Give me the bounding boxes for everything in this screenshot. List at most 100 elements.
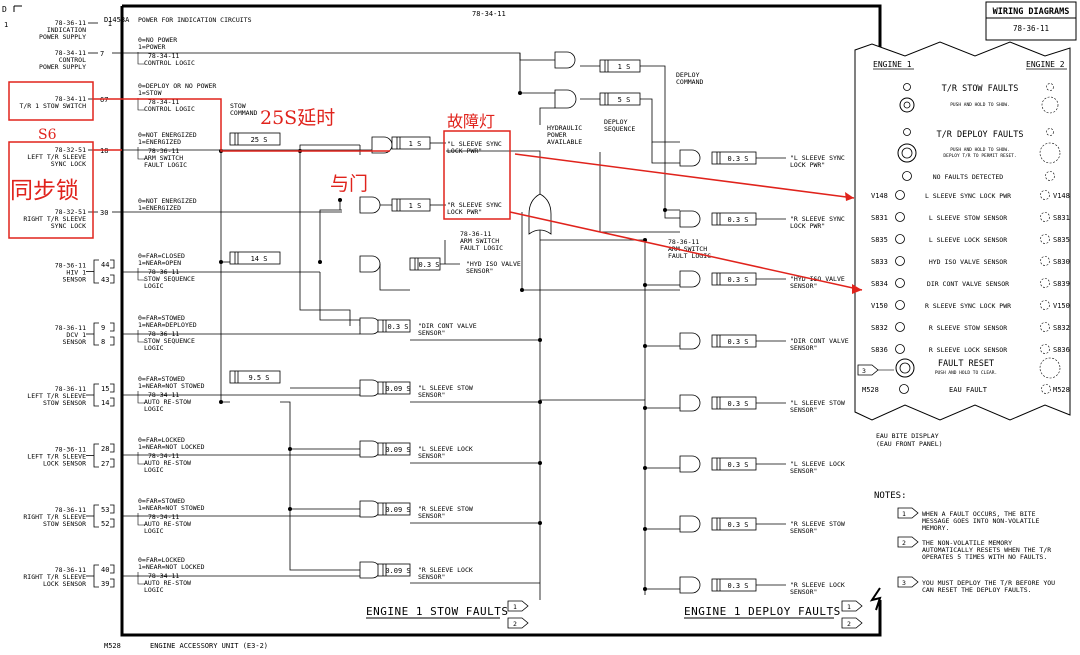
input-ref: 78-36-11 [55, 446, 86, 454]
annotation-delay25: 25S延时 [260, 107, 335, 129]
input-legend: 0=FAR=STOWED [138, 375, 185, 383]
input-ref: 78-36-11 [55, 566, 86, 574]
wire [299, 151, 351, 326]
output-label: SENSOR" [790, 467, 817, 475]
stow-command-label: STOW [230, 102, 246, 110]
delay-output: 0.3 S [711, 578, 757, 592]
engine2-fault-light [1040, 278, 1050, 288]
delay-right-sync: 1 S [391, 198, 431, 212]
row-right-ref: V150 [1053, 302, 1070, 310]
svg-text:2: 2 [847, 620, 851, 628]
delay-output: 0.3 S [711, 396, 757, 410]
engine2-fault-light [1040, 322, 1050, 332]
and-gate-right-lock [359, 561, 381, 579]
input-subref: LOGIC [144, 344, 164, 352]
note-text: THE NON-VOLATILE MEMORY [922, 539, 1012, 547]
wire [640, 65, 680, 211]
and-gate-output [679, 332, 701, 350]
delay-5s: 5 S [599, 92, 641, 106]
delay-label: 0.3 S [727, 276, 748, 284]
wire [599, 152, 680, 233]
output-label: SENSOR" [790, 527, 817, 535]
pin-number: 28 [101, 445, 109, 453]
delay-box [391, 198, 431, 212]
delay-label: 0.3 S [387, 323, 408, 331]
delay-output: 0.3 S [711, 457, 757, 471]
input-legend: 1=ENERGIZED [138, 138, 181, 146]
hydraulic-power-label: AVAILABLE [547, 138, 582, 146]
fault-light [895, 300, 905, 310]
input-subref: LOGIC [144, 282, 164, 290]
fault-light [895, 212, 905, 222]
note-text: OPERATES 5 TIMES WITH NO FAULTS. [922, 553, 1047, 561]
pin-bracket [93, 322, 99, 346]
deploy-faults-title: T/R DEPLOY FAULTS [937, 130, 1024, 140]
note-text: AUTOMATICALLY RESETS WHEN THE T/R [922, 546, 1051, 554]
notes-title: NOTES: [874, 491, 907, 501]
delay-output: 0.3 S [711, 334, 757, 348]
signal-label: "R SLEEVE STOW [418, 505, 473, 513]
delay-25s: 25 S [229, 132, 281, 146]
input-name: LOCK SENSOR [43, 460, 86, 468]
delay-box [711, 151, 757, 165]
wire [379, 264, 410, 291]
signal-label: LOCK PWR" [447, 208, 482, 216]
input-legend: 1=NEAR=NOT LOCKED [138, 563, 205, 571]
fault-reset-title: FAULT RESET [938, 359, 994, 369]
input-name: SENSOR [63, 338, 87, 346]
note-number: 2 [902, 539, 906, 547]
doc-id: D1458A [104, 16, 130, 24]
signal-label: SENSOR" [418, 391, 445, 399]
note-flag-3 [857, 364, 879, 376]
fault-light [895, 190, 905, 200]
annotations: 25S延时 S6 同步锁 故障灯 与门 [8, 81, 863, 294]
signal-label: "DIR CONT VALVE [418, 322, 477, 330]
and-gate-deploy [554, 89, 577, 109]
sheet-ref-top: 78-34-11 [472, 10, 506, 18]
stow-faults-title: T/R STOW FAULTS [942, 84, 1019, 94]
junction-dot [643, 406, 647, 410]
signal-label: "L SLEEVE STOW [418, 384, 473, 392]
corner-label: D [2, 5, 7, 14]
deploy-faults-button[interactable] [897, 143, 917, 163]
input-subref: LOGIC [144, 466, 164, 474]
delay-14s: 14 S [229, 251, 281, 265]
input-name: LEFT T/R SLEEVE [27, 153, 86, 161]
input-subref: 78-34-11 [148, 513, 179, 521]
input-subref: 78-34-11 [148, 98, 179, 106]
engine2-stow-light [1046, 83, 1054, 91]
pin-number: 52 [101, 520, 109, 528]
delay-box [711, 272, 757, 286]
annotation-sync-lock: 同步锁 [10, 178, 79, 204]
signal-label: "R SLEEVE LOCK [418, 566, 473, 574]
fault-reset-button[interactable] [895, 358, 915, 378]
input-name: LEFT T/R SLEEVE [27, 453, 86, 461]
input-name: LEFT T/R SLEEVE [27, 392, 86, 400]
eau-fault-left-ref: M528 [862, 386, 879, 394]
delay-output: 0.3 S [711, 151, 757, 165]
junction-dot [538, 400, 542, 404]
pin-bracket [110, 259, 115, 269]
pin-number: 44 [101, 261, 109, 269]
signal-label: SENSOR" [418, 452, 445, 460]
output-label: "DIR CONT VALVE [790, 337, 849, 345]
delay-left-stow: 0.09 S [377, 381, 411, 395]
fault-light [895, 344, 905, 354]
svg-text:ENGINE 1 STOW FAULTS: ENGINE 1 STOW FAULTS [366, 605, 508, 618]
pin-number: 9 [101, 324, 105, 332]
engine2-fault-light [1040, 300, 1050, 310]
note-text: WHEN A FAULT OCCURS, THE BITE [922, 510, 1036, 518]
note-flag-1 [507, 600, 529, 612]
stow-faults-button[interactable] [899, 97, 915, 113]
signal-label: SENSOR" [418, 512, 445, 520]
engine2-fault-light [1040, 344, 1050, 354]
delay-dir: 0.3 S [377, 319, 411, 333]
